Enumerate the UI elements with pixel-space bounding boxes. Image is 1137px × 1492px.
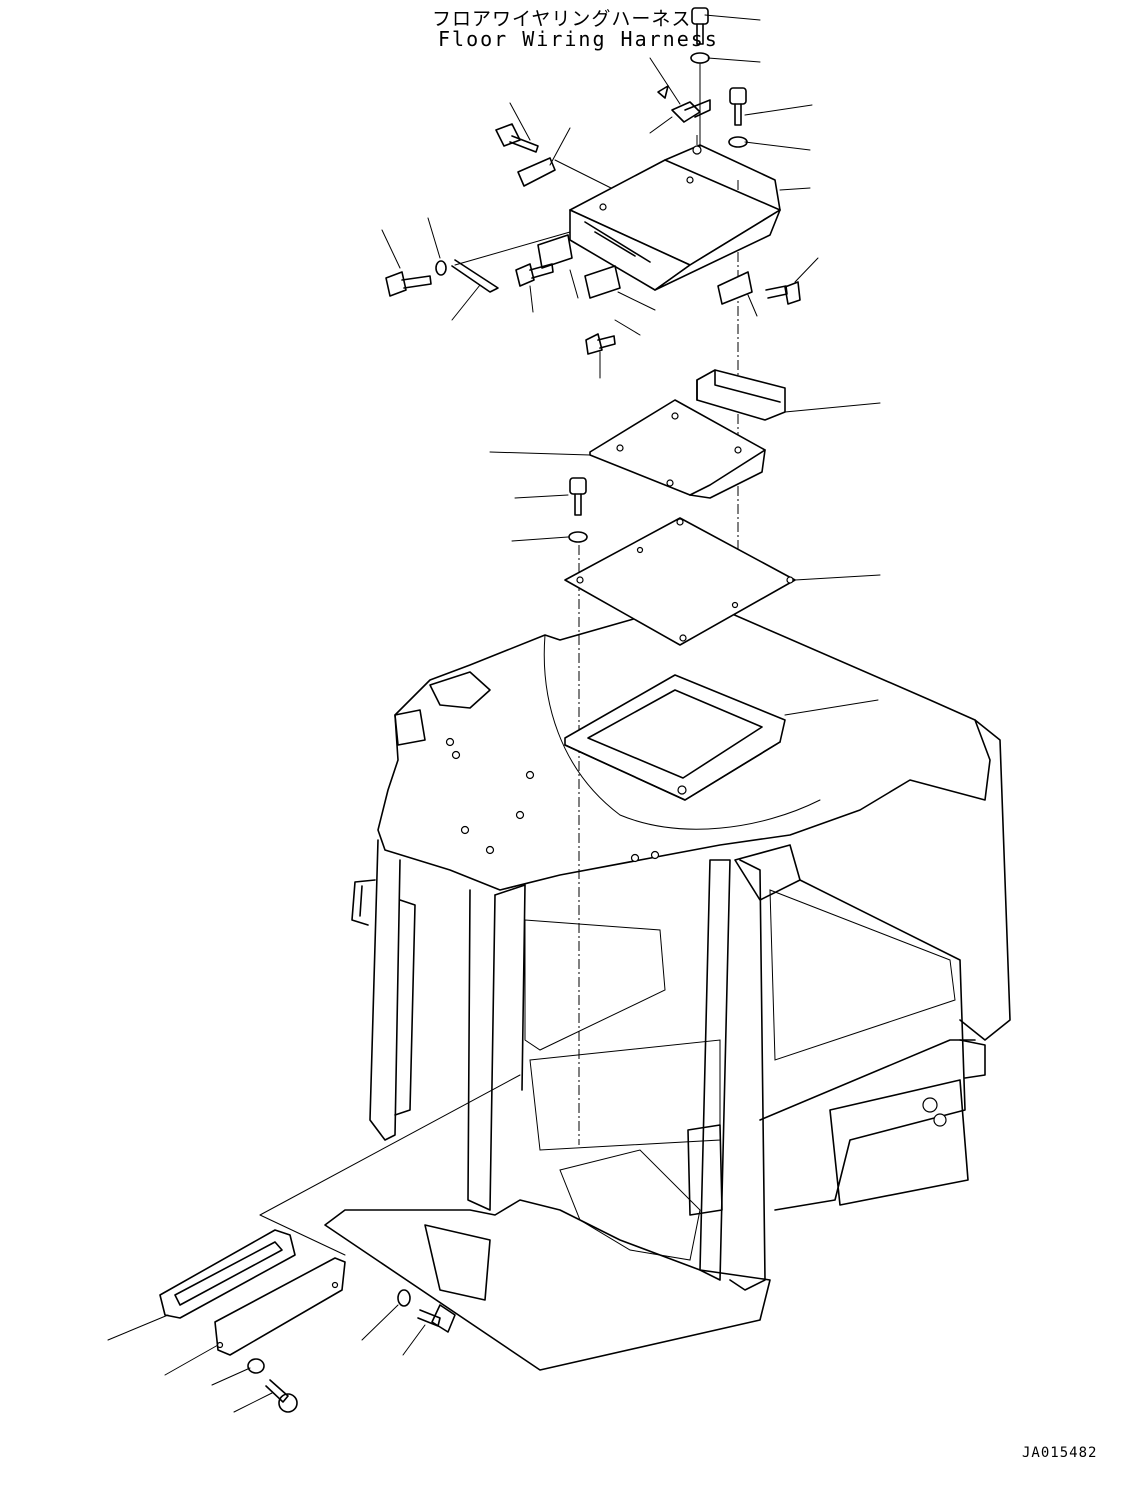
connector-covers <box>517 157 753 305</box>
base-hole <box>731 601 739 609</box>
lower-seal <box>159 1229 296 1319</box>
right-corner-post <box>699 859 731 1281</box>
harness-clamp <box>649 57 711 123</box>
roof-contour <box>543 634 821 830</box>
lower-hole <box>331 1281 339 1289</box>
controller-box <box>569 144 781 291</box>
plate-hole <box>734 446 742 454</box>
base-plate <box>564 517 796 646</box>
assembly-line <box>259 1074 521 1216</box>
front-left-post <box>369 839 401 1141</box>
assembly-line <box>454 231 571 266</box>
roof-hole <box>451 750 461 760</box>
lower-covers <box>159 1229 346 1356</box>
roof-hole <box>515 810 525 820</box>
cab-frame <box>324 599 1011 1371</box>
plate-hole <box>616 444 624 452</box>
roof-hole <box>525 770 535 780</box>
assembly-centerlines <box>259 59 739 1256</box>
top-left-hinge <box>429 671 491 709</box>
inner-panel <box>524 919 666 1051</box>
bolts-upper <box>247 7 801 1413</box>
front-center-post-side <box>494 884 526 1091</box>
roof-hole <box>460 825 470 835</box>
left-grab-handle <box>351 879 376 926</box>
assembly-line <box>614 319 641 336</box>
frame-hole <box>933 1113 947 1127</box>
base-hole <box>786 576 794 584</box>
frame-hole <box>922 1097 938 1113</box>
controller-side-face <box>654 209 781 291</box>
gasket-hole <box>677 785 687 795</box>
base-hole <box>576 576 584 584</box>
air-duct <box>696 369 786 421</box>
lower-cover <box>214 1257 346 1356</box>
floor-plate <box>324 1199 771 1371</box>
right-hinge-plate <box>734 844 801 901</box>
drawing-code: JA015482 <box>1022 1445 1098 1461</box>
mount-hole <box>599 203 607 211</box>
roof-hole <box>650 850 660 860</box>
floor-opening <box>559 1149 701 1261</box>
roof-hole <box>630 853 640 863</box>
rear-right-post <box>959 719 1011 1041</box>
inner-panel-2 <box>529 1039 721 1151</box>
rear-right-frame <box>774 879 966 1211</box>
side-latch-plate <box>687 1124 723 1216</box>
right-grab-handle <box>959 1039 986 1079</box>
base-hole <box>636 546 644 554</box>
floor-bracket <box>424 1224 491 1301</box>
mount-hole <box>686 176 694 184</box>
cover-plate <box>589 399 766 499</box>
front-post-inner <box>394 899 416 1116</box>
leader-lines <box>107 14 881 1413</box>
gasket-frame <box>564 674 786 801</box>
controller-connectors <box>584 221 651 263</box>
plate-hole <box>671 412 679 420</box>
rear-cross-beam <box>759 1039 976 1121</box>
roof-hole <box>445 737 455 747</box>
harness-label-japanese: フロアワイヤリングハーネス <box>432 8 692 30</box>
roof-hole <box>485 845 495 855</box>
base-hole <box>676 518 684 526</box>
roof-plate <box>377 599 991 891</box>
top-left-bracket <box>394 709 426 746</box>
harness-label-english: Floor Wiring Harness <box>438 27 719 51</box>
assembly-line <box>259 1214 346 1256</box>
mount-hole <box>692 145 702 155</box>
right-post-band <box>729 859 766 1291</box>
base-hole <box>679 634 687 642</box>
controller-bracket <box>664 144 781 211</box>
clip-wire <box>451 259 499 293</box>
rear-window-frame <box>769 889 956 1061</box>
rear-lower-box <box>829 1079 969 1206</box>
plate-hole <box>666 479 674 487</box>
front-center-post <box>467 889 496 1211</box>
